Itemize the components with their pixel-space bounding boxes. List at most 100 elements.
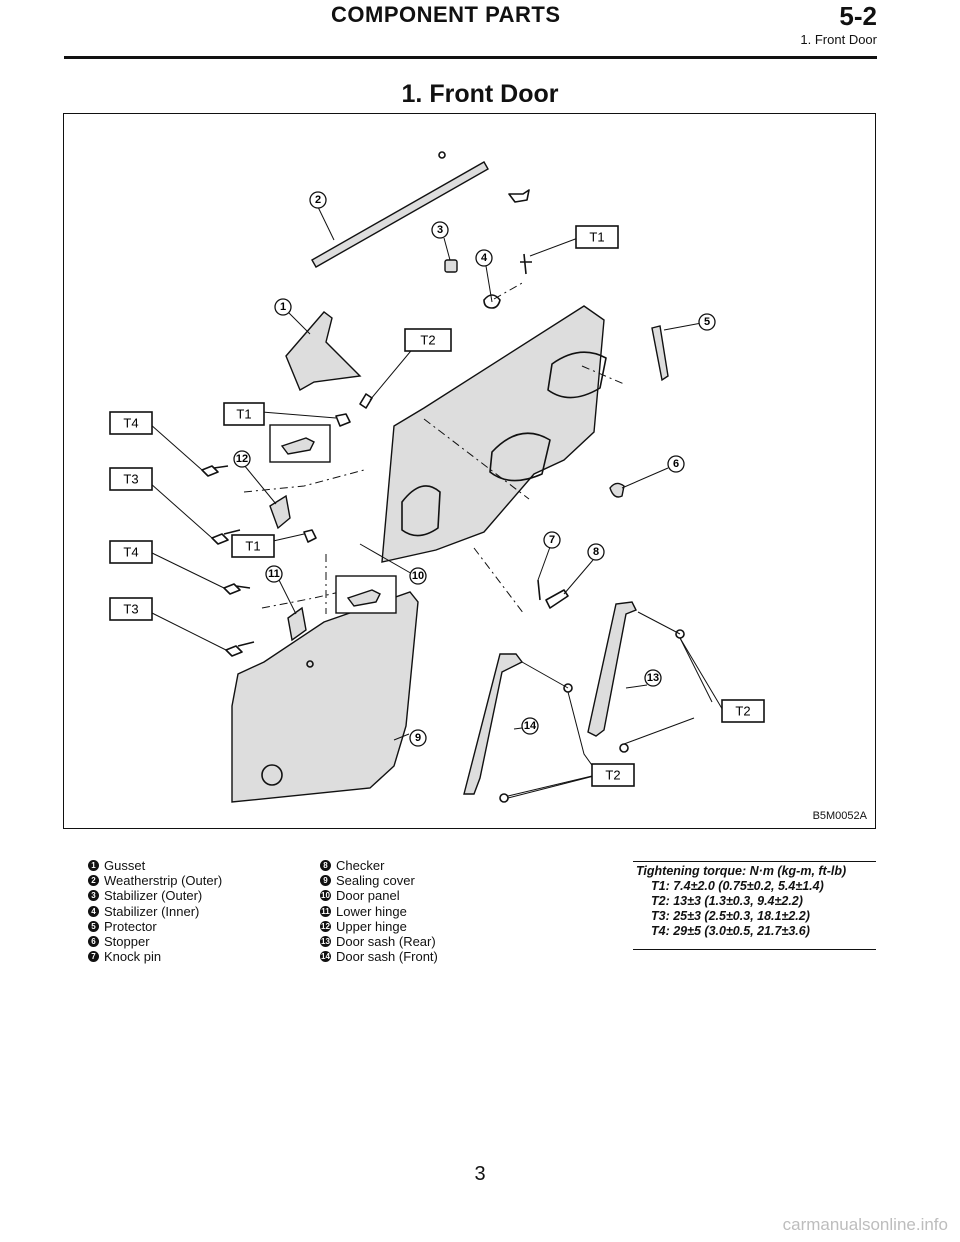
torque-box-t2-right: T2 — [721, 699, 765, 723]
legend-number: 11 — [320, 905, 331, 917]
exploded-view-diagram: 1 2 3 4 5 6 7 8 9 10 11 12 13 14 T1 T1 T… — [63, 113, 876, 829]
legend-item: 13 Door sash (Rear) — [320, 934, 438, 949]
legend-number: 7 — [88, 951, 99, 963]
legend-label: Sealing cover — [336, 873, 415, 889]
torque-value-t2: T2: 13±3 (1.3±0.3, 9.4±2.2) — [651, 894, 803, 908]
callout-9: 9 — [409, 729, 427, 747]
legend-label: Knock pin — [104, 949, 162, 965]
page-header: COMPONENT PARTS 5-2 1. Front Door — [64, 0, 877, 59]
callout-13: 13 — [644, 669, 662, 687]
section-title: COMPONENT PARTS — [331, 2, 561, 27]
gusset — [285, 311, 362, 392]
legend-label: Stabilizer (Inner) — [104, 903, 200, 919]
legend-label: Upper hinge — [336, 918, 407, 934]
torque-box-t2-upper: T2 — [404, 328, 452, 352]
legend-number: 8 — [320, 860, 331, 871]
legend-number: 10 — [320, 890, 331, 902]
callout-2-label: 2 — [315, 194, 321, 206]
torque-box-t3-lower-label: T3 — [123, 602, 138, 617]
callout-6-label: 6 — [673, 458, 679, 470]
legend-label: Checker — [336, 858, 385, 873]
callout-4: 4 — [475, 249, 493, 267]
callout-8-label: 8 — [593, 546, 599, 558]
torque-box-t2-bottom-label: T2 — [605, 768, 620, 783]
torque-box-t1-middle: T1 — [223, 402, 265, 426]
page-title: 1. Front Door — [401, 80, 559, 108]
torque-box-t1-lower-label: T1 — [245, 539, 260, 554]
torque-heading: Tightening torque: N·m (kg-m, ft-lb) — [636, 864, 847, 878]
callout-1: 1 — [274, 298, 292, 316]
torque-box-t2-upper-label: T2 — [420, 333, 435, 348]
legend-label: Gusset — [104, 858, 146, 873]
sealing-cover — [231, 591, 419, 803]
legend-item: 12 Upper hinge — [320, 919, 438, 934]
torque-box-t2-bottom: T2 — [591, 763, 635, 787]
door-sash-front — [463, 653, 524, 795]
callout-7-label: 7 — [549, 534, 555, 546]
callout-8: 8 — [587, 543, 605, 561]
legend-number: 12 — [320, 920, 331, 932]
callout-10-label: 10 — [412, 570, 424, 582]
grease-symbol-upper — [269, 424, 331, 463]
callout-11-label: 11 — [268, 568, 280, 580]
door-panel — [381, 305, 605, 563]
watermark: carmanualsonline.info — [782, 1215, 948, 1234]
tightening-torque-table: Tightening torque: N·m (kg-m, ft-lb) T1:… — [633, 861, 876, 950]
legend-label: Stabilizer (Outer) — [104, 888, 203, 904]
callout-1-label: 1 — [280, 301, 286, 313]
legend-label: Door sash (Rear) — [336, 934, 436, 950]
callout-11: 11 — [265, 565, 283, 583]
torque-box-t4-lower-label: T4 — [123, 545, 138, 560]
stabilizer-outer — [444, 259, 458, 273]
torque-box-t3-upper: T3 — [109, 467, 153, 491]
subsection-title: 1. Front Door — [800, 32, 877, 47]
callout-5-label: 5 — [704, 316, 710, 328]
torque-box-t2-right-label: T2 — [735, 704, 750, 719]
torque-box-t3-upper-label: T3 — [123, 472, 138, 487]
callout-2: 2 — [309, 191, 327, 209]
legend-item: 1 Gusset — [88, 858, 222, 873]
torque-box-t1-lower: T1 — [231, 534, 275, 558]
legend-number: 1 — [88, 860, 99, 871]
legend-number: 14 — [320, 951, 331, 963]
callout-4-label: 4 — [481, 252, 488, 264]
callout-14: 14 — [521, 717, 539, 735]
legend-item: 5 Protector — [88, 919, 222, 934]
legend-number: 3 — [88, 890, 99, 902]
legend-label: Protector — [104, 918, 157, 934]
torque-value-t1: T1: 7.4±2.0 (0.75±0.2, 5.4±1.4) — [651, 879, 824, 893]
callout-6: 6 — [667, 455, 685, 473]
legend-number: 13 — [320, 936, 331, 948]
callout-7: 7 — [543, 531, 561, 549]
stabilizer-inner — [483, 294, 501, 309]
figure-code: B5M0052A — [812, 810, 867, 822]
legend-number: 5 — [88, 920, 99, 932]
protector — [651, 325, 669, 382]
legend-label: Door panel — [336, 888, 400, 904]
legend-item: 11 Lower hinge — [320, 904, 438, 919]
legend-item: 10 Door panel — [320, 888, 438, 903]
callout-13-label: 13 — [647, 672, 659, 684]
torque-value-t3: T3: 25±3 (2.5±0.3, 18.1±2.2) — [651, 909, 810, 923]
door-components-illustration: 1 2 3 4 5 6 7 8 9 10 11 12 13 14 T1 T1 T… — [109, 151, 765, 803]
grease-symbol-lower — [335, 575, 397, 614]
legend-label: Weatherstrip (Outer) — [104, 873, 223, 889]
legend-number: 6 — [88, 936, 99, 948]
callout-12-label: 12 — [236, 453, 248, 465]
legend-item: 7 Knock pin — [88, 949, 222, 964]
torque-box-t4-upper: T4 — [109, 411, 153, 435]
torque-value-t4: T4: 29±5 (3.0±0.5, 21.7±3.6) — [651, 924, 810, 938]
torque-box-t4-upper-label: T4 — [123, 416, 138, 431]
legend-label: Lower hinge — [336, 903, 407, 919]
callout-9-label: 9 — [415, 732, 421, 744]
torque-box-t1-upper-label: T1 — [589, 230, 604, 245]
page-number: 3 — [474, 1163, 486, 1185]
legend-item: 3 Stabilizer (Outer) — [88, 888, 222, 903]
